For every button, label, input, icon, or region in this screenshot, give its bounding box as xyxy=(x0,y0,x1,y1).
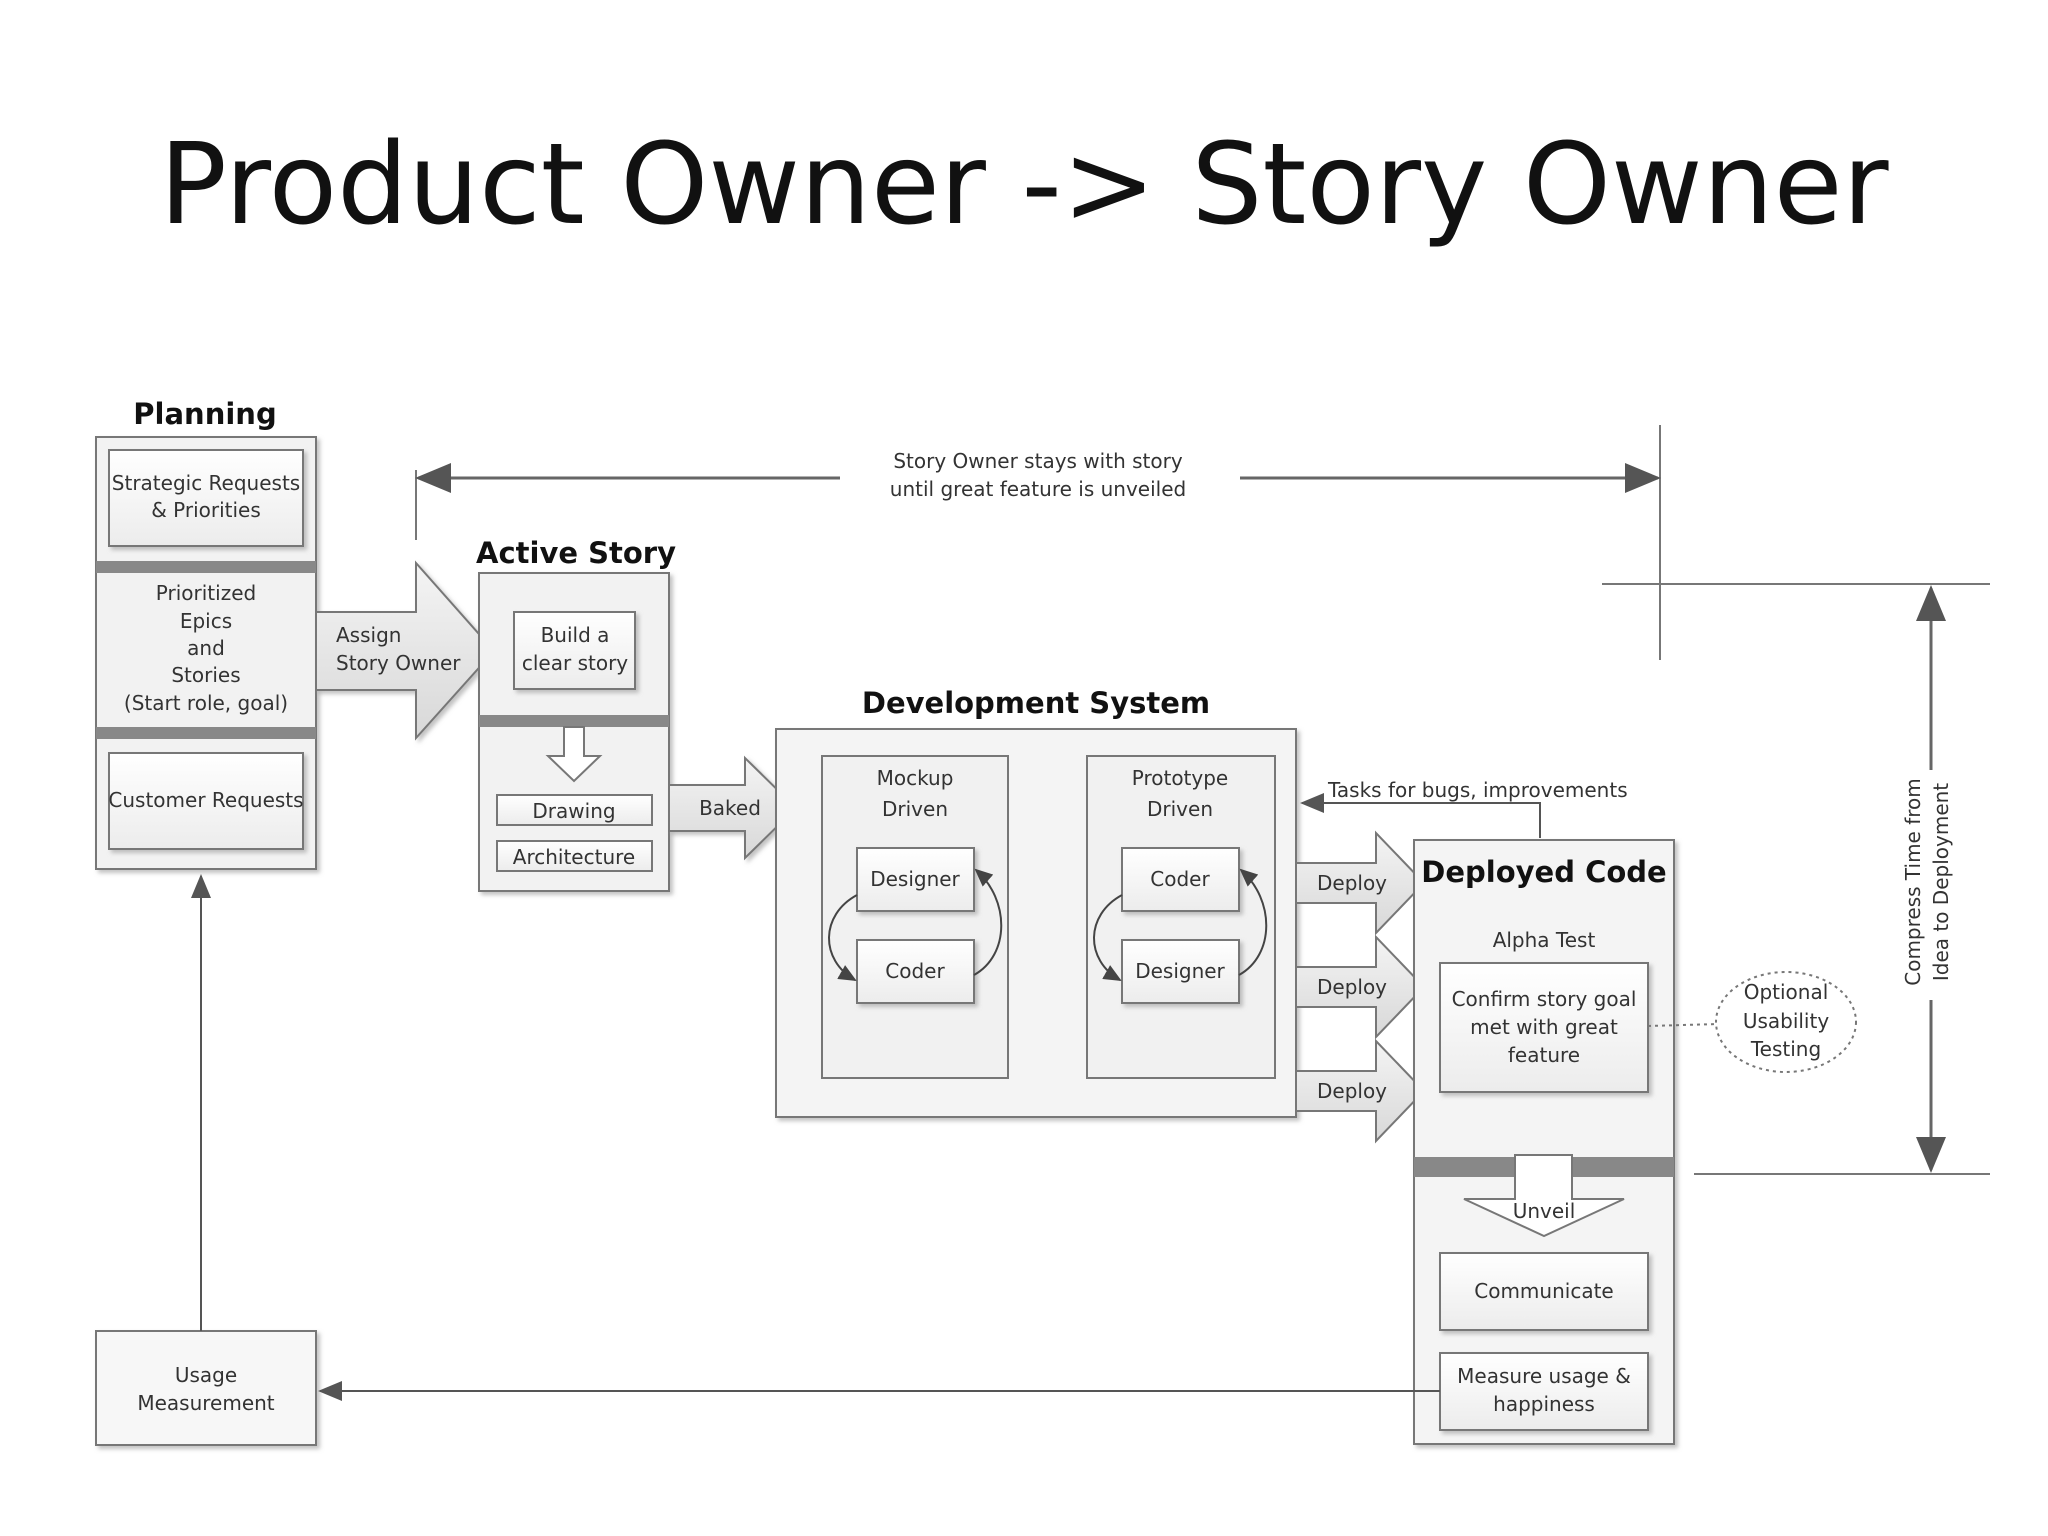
optional-connector xyxy=(1647,1023,1719,1027)
communicate-box xyxy=(1439,1252,1649,1331)
planning-divider xyxy=(96,561,316,573)
drawing-box xyxy=(496,794,653,826)
prioritized-line: (Start role, goal) xyxy=(124,691,288,715)
prioritized-line: Stories xyxy=(171,663,240,687)
mockup-cycle-left xyxy=(828,894,858,981)
mockup-driven-panel xyxy=(821,755,1009,1079)
down-arrow xyxy=(545,726,603,783)
measure-usage-box xyxy=(1439,1352,1649,1431)
strategic-requests-box xyxy=(108,449,304,547)
prototype-title: Driven xyxy=(1147,797,1213,821)
prototype-box1-label: Coder xyxy=(1150,867,1210,891)
page-title: Product Owner -> Story Owner xyxy=(159,120,1889,250)
deploy-label: Deploy xyxy=(1317,871,1387,895)
active-story-heading: Active Story xyxy=(476,536,676,570)
measure-line: happiness xyxy=(1493,1392,1595,1416)
measure-line: Measure usage & xyxy=(1457,1364,1631,1388)
deploy-label: Deploy xyxy=(1317,975,1387,999)
deploy-label: Deploy xyxy=(1317,1079,1387,1103)
active-story-divider xyxy=(479,715,669,727)
prioritized-line: and xyxy=(187,636,225,660)
planning-divider xyxy=(96,727,316,739)
build-story-line: clear story xyxy=(522,651,628,675)
usage-line: Usage xyxy=(175,1363,237,1387)
tasks-feedback-arrow xyxy=(1300,793,1541,838)
unveil-arrow xyxy=(1463,1154,1625,1238)
prioritized-line: Prioritized xyxy=(156,581,256,605)
story-owner-note: until great feature is unveiled xyxy=(890,477,1186,501)
optional-line: Optional xyxy=(1744,980,1829,1004)
deploy-arrow xyxy=(1295,1038,1426,1144)
architecture-label: Architecture xyxy=(513,845,635,869)
confirm-story-box xyxy=(1439,962,1649,1093)
prototype-driven-panel xyxy=(1086,755,1276,1079)
customer-requests-box xyxy=(108,752,304,850)
mockup-box1-label: Designer xyxy=(870,867,960,891)
prioritized-line: Epics xyxy=(180,609,232,633)
architecture-box xyxy=(496,840,653,872)
dev-system-heading: Development System xyxy=(862,686,1210,720)
prototype-coder-box xyxy=(1121,847,1240,912)
mockup-cycle-right xyxy=(973,868,1003,976)
prototype-cycle-left xyxy=(1093,894,1123,981)
prototype-title: Prototype xyxy=(1132,766,1228,790)
build-story-box xyxy=(513,611,636,690)
optional-usability-ellipse xyxy=(1715,971,1857,1073)
strategic-line: & Priorities xyxy=(151,498,261,522)
assign-label: Assign xyxy=(336,623,401,647)
assign-story-owner-arrow xyxy=(315,560,496,741)
mockup-title: Driven xyxy=(882,797,948,821)
baked-label: Baked xyxy=(699,796,761,820)
optional-line: Usability xyxy=(1743,1009,1830,1033)
prototype-designer-box xyxy=(1121,939,1240,1004)
alpha-test-label: Alpha Test xyxy=(1493,928,1596,952)
mockup-title: Mockup xyxy=(877,766,954,790)
deployed-code-heading: Deployed Code xyxy=(1421,855,1666,889)
mockup-box2-label: Coder xyxy=(885,959,945,983)
compress-line: Compress Time from xyxy=(1901,778,1925,986)
customer-requests-label: Customer Requests xyxy=(108,788,303,812)
story-owner-note: Story Owner stays with story xyxy=(893,449,1182,473)
confirm-line: met with great xyxy=(1470,1015,1618,1039)
mockup-coder-box xyxy=(856,939,975,1004)
mockup-designer-box xyxy=(856,847,975,912)
prototype-cycle-right xyxy=(1238,868,1268,976)
prototype-box2-label: Designer xyxy=(1135,959,1225,983)
optional-line: Testing xyxy=(1750,1037,1821,1061)
usage-line: Measurement xyxy=(137,1391,274,1415)
communicate-label: Communicate xyxy=(1474,1279,1613,1303)
unveil-label: Unveil xyxy=(1513,1199,1576,1223)
deployed-code-panel xyxy=(1413,839,1675,1445)
assign-label: Story Owner xyxy=(336,651,461,675)
confirm-line: Confirm story goal xyxy=(1452,987,1637,1011)
build-story-line: Build a xyxy=(541,623,610,647)
planning-heading: Planning xyxy=(133,397,276,431)
tasks-label: Tasks for bugs, improvements xyxy=(1327,778,1628,802)
drawing-label: Drawing xyxy=(532,799,615,823)
usage-measurement-box xyxy=(95,1330,317,1446)
strategic-line: Strategic Requests xyxy=(112,471,300,495)
deploy-arrow xyxy=(1295,934,1426,1040)
baked-arrow xyxy=(668,755,798,861)
deploy-arrow xyxy=(1295,830,1426,936)
confirm-line: feature xyxy=(1508,1043,1580,1067)
compress-line: Idea to Deployment xyxy=(1929,783,1953,981)
